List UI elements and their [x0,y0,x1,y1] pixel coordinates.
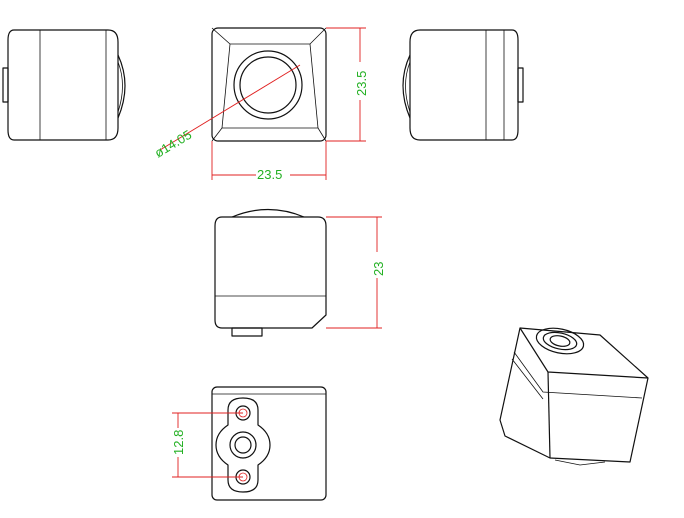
lens-diameter-label: ø14.05 [152,127,194,161]
top-width-label: 23.5 [257,167,282,182]
lens [239,56,297,114]
right-side-view [402,29,524,141]
hole-spacing-label: 12.8 [171,430,186,455]
front-view: 23 [214,208,386,337]
left-side-view [2,29,126,141]
front-height-label: 23 [371,262,386,276]
lens-diameter-dimension-line [159,64,301,151]
lens-ring [233,50,303,120]
bottom-view: 12.8 [171,386,327,501]
isometric-view [499,327,649,466]
top-view: ø14.05 23.5 23.5 [152,27,369,182]
top-height-label: 23.5 [354,71,369,96]
